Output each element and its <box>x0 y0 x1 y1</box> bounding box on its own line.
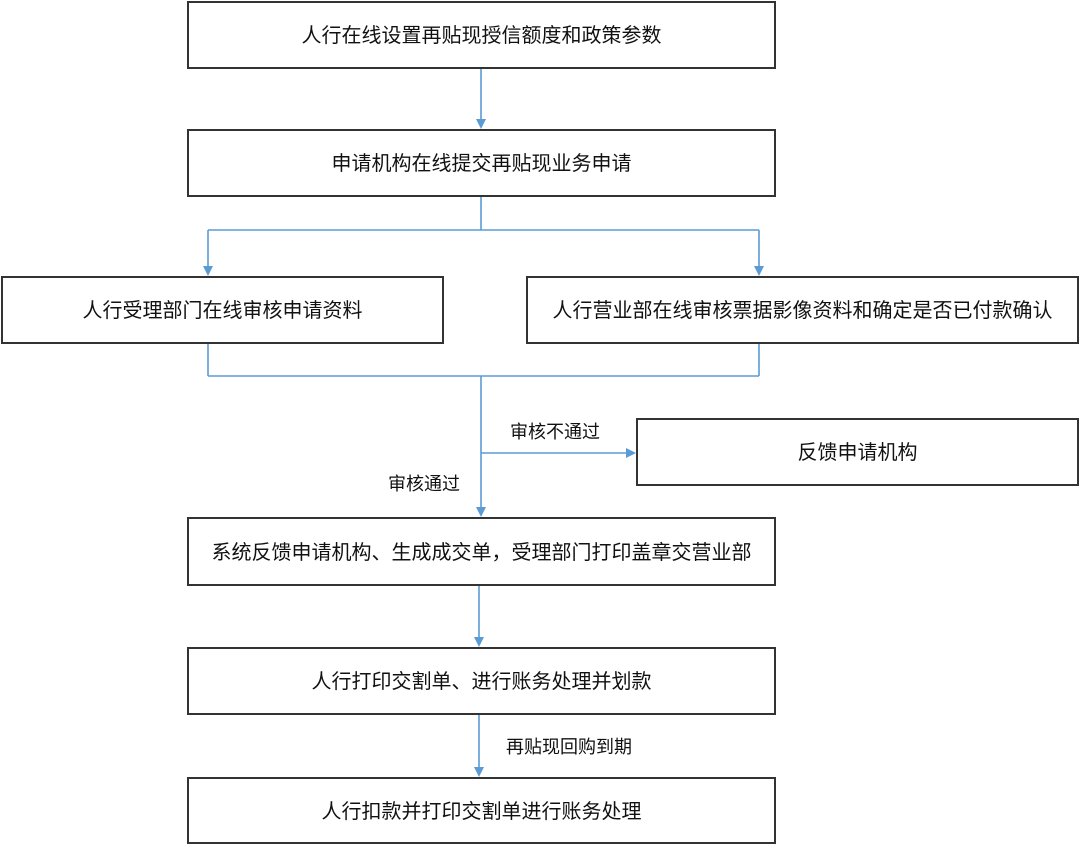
edge-label-not-passed: 审核不通过 <box>510 422 600 443</box>
node-set-limits-label: 人行在线设置再贴现授信额度和政策参数 <box>301 23 662 47</box>
node-feedback-applicant: 反馈申请机构 <box>636 418 1079 486</box>
node-generate-order-label: 系统反馈申请机构、生成成交单，受理部门打印盖章交营业部 <box>211 539 752 564</box>
edge-label-repurchase-due: 再贴现回购到期 <box>506 737 632 758</box>
node-review-bills: 人行营业部在线审核票据影像资料和确定是否已付款确认 <box>526 276 1079 344</box>
node-deduct-and-account: 人行扣款并打印交割单进行账务处理 <box>187 777 776 844</box>
node-review-materials: 人行受理部门在线审核申请资料 <box>1 276 444 344</box>
node-deduct-and-account-label: 人行扣款并打印交割单进行账务处理 <box>321 798 642 823</box>
node-set-limits: 人行在线设置再贴现授信额度和政策参数 <box>187 1 776 69</box>
edge-label-passed: 审核通过 <box>388 474 460 495</box>
node-print-and-account: 人行打印交割单、进行账务处理并划款 <box>187 647 776 715</box>
node-print-and-account-label: 人行打印交割单、进行账务处理并划款 <box>311 669 652 693</box>
node-submit-application: 申请机构在线提交再贴现业务申请 <box>187 129 776 197</box>
node-review-bills-label: 人行营业部在线审核票据影像资料和确定是否已付款确认 <box>552 298 1053 322</box>
node-review-materials-label: 人行受理部门在线审核申请资料 <box>82 298 363 322</box>
node-submit-application-label: 申请机构在线提交再贴现业务申请 <box>331 151 632 175</box>
node-generate-order: 系统反馈申请机构、生成成交单，受理部门打印盖章交营业部 <box>187 517 776 586</box>
node-feedback-applicant-label: 反馈申请机构 <box>797 440 918 464</box>
